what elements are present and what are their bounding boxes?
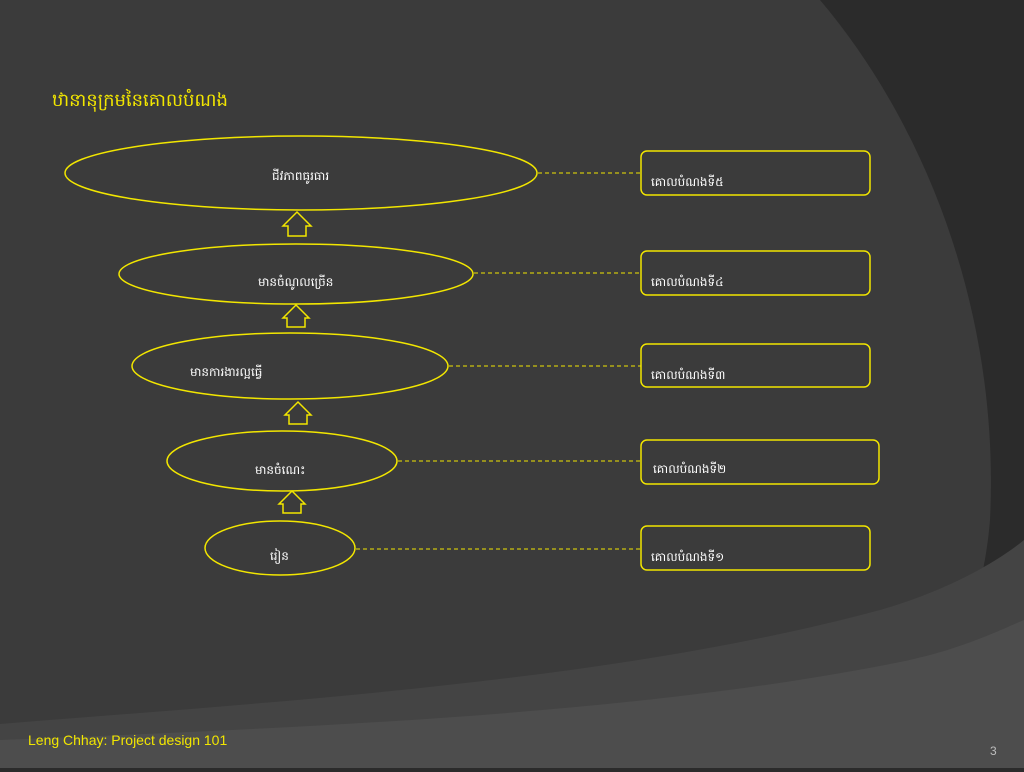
goal-box-1 [640, 525, 871, 571]
node-label-4: មានចំណូលច្រើន [258, 275, 334, 289]
up-arrow-icon-1-2 [277, 489, 307, 514]
node-ellipse-3 [131, 332, 449, 400]
goal-box-2 [640, 439, 880, 485]
goal-label-2: គោលបំណងទី២ [653, 462, 727, 476]
node-ellipse-2 [166, 430, 398, 492]
up-arrow-icon-4-5 [281, 210, 313, 237]
goal-label-1: គោលបំណងទី១ [651, 550, 725, 564]
goal-label-4: គោលបំណងទី៤ [651, 275, 724, 289]
page-number: 3 [990, 744, 997, 758]
goal-box-3 [640, 343, 871, 388]
footer-text: Leng Chhay: Project design 101 [28, 732, 228, 748]
node-label-5: ជីវភាពធូរធារ [272, 169, 330, 183]
background-bottom-band-light [0, 620, 1024, 768]
goal-box-5 [640, 150, 871, 196]
node-label-2: មានចំណេះ [255, 463, 306, 477]
up-arrow-icon-3-4 [281, 303, 311, 328]
goal-label-3: គោលបំណងទី៣ [651, 368, 726, 382]
up-arrow-icon-2-3 [283, 400, 313, 425]
node-label-3: មានការងារល្អធ្វើ [190, 365, 263, 379]
goal-label-5: គោលបំណងទី៥ [651, 175, 724, 189]
node-ellipse-1 [204, 520, 356, 576]
background-curve-panel [0, 0, 991, 768]
goal-box-4 [640, 250, 871, 296]
slide-title: ឋានានុក្រមនៃគោលបំណង [52, 90, 228, 111]
node-label-1: រៀន [270, 549, 289, 563]
node-ellipse-5 [64, 135, 538, 211]
